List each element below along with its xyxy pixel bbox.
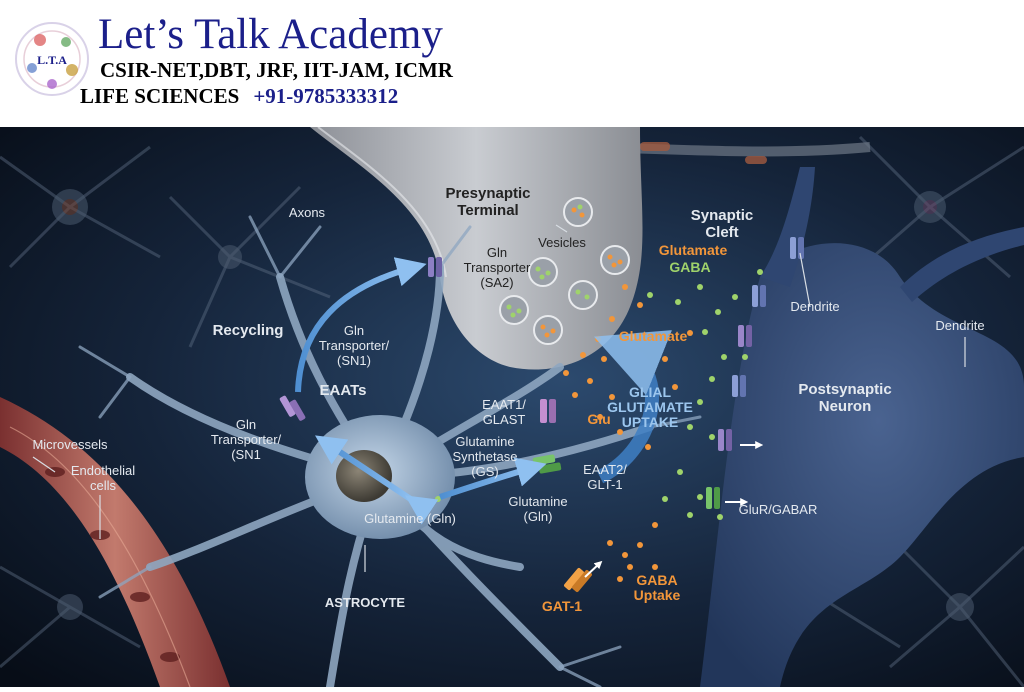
gln-exchange-arrow [315, 435, 439, 525]
label-gaba-uptake: GABA Uptake [633, 572, 681, 603]
glutamine-export-arrow [439, 457, 547, 500]
label-axons: Axons [288, 205, 326, 220]
label-gln-transporter-sn1-top: Gln Transporter/ (SN1) [318, 323, 390, 368]
axon-node [640, 142, 670, 151]
eaat1-glast-transporter [540, 399, 556, 423]
gaba-molecules [427, 269, 763, 520]
brand-title: Let’s Talk Academy [98, 11, 443, 58]
label-glutamine-gln-bottom: Glutamine (Gln) [364, 511, 456, 526]
label-glur-gabar: GluR/GABAR [738, 502, 818, 517]
label-eaats: EAATs [319, 382, 367, 399]
astrocyte-branches [78, 215, 702, 689]
leader-lines [32, 224, 966, 572]
label-gat1: GAT-1 [541, 598, 583, 614]
label-glutamate-mid: Glutamate [618, 328, 688, 344]
brand-phone: +91-9785333312 [253, 84, 399, 108]
label-eaat2-glt1: EAAT2/ GLT-1 [583, 462, 627, 492]
label-glutamine-synthetase: Glutamine Synthetase (GS) [452, 434, 518, 479]
label-gln-transporter-sn1-left: Gln Transporter/ (SN1 [210, 417, 282, 462]
label-glial-glutamate-uptake: GLIAL GLUTAMATE UPTAKE [607, 384, 693, 430]
label-glu: Glu [587, 411, 611, 427]
diagram-artwork [0, 126, 1024, 691]
label-glutamate-top: Glutamate [658, 242, 728, 258]
label-recycling: Recycling [212, 322, 284, 339]
label-postsynaptic-neuron: Postsynaptic Neuron [798, 381, 892, 415]
logo-text: L.T.A [37, 53, 67, 67]
label-presynaptic-terminal: Presynaptic Terminal [445, 185, 531, 219]
label-microvessels: Microvessels [32, 437, 108, 452]
academy-logo-icon: L.T.A [15, 22, 89, 96]
recycling-arrow [295, 257, 427, 393]
label-glutamine-gln-right: Glutamine (Gln) [508, 494, 568, 524]
label-eaat1-glast: EAAT1/ GLAST [482, 397, 526, 427]
gat1-flow-arrow [584, 560, 603, 578]
postsynaptic-dendrite-top [760, 167, 815, 287]
label-synaptic-cleft: Synaptic Cleft [690, 207, 754, 241]
label-gaba-top: GABA [669, 259, 711, 275]
header: L.T.A Let’s Talk Academy CSIR-NET,DBT, J… [0, 0, 1024, 127]
brand-subject: LIFE SCIENCES [80, 84, 240, 108]
vesicles [499, 197, 630, 345]
glial-uptake-arrow [594, 330, 673, 484]
postsynaptic-neuron [700, 243, 1024, 687]
brand-exams: CSIR-NET,DBT, JRF, IIT-JAM, ICMR [100, 58, 453, 82]
brand-contact: LIFE SCIENCES +91-9785333312 [80, 84, 398, 109]
label-endothelial-cells: Endothelial cells [70, 463, 136, 493]
eaat-transporter [279, 395, 306, 421]
transporters [279, 237, 804, 592]
label-dendrite-right: Dendrite [935, 318, 985, 333]
label-gln-transporter-sa2: Gln Transporter (SA2) [463, 245, 531, 290]
gln-transporter-sa2 [428, 257, 442, 277]
postsynaptic-receptors [706, 237, 804, 509]
synapse-diagram: Presynaptic Terminal Axons Synaptic Clef… [0, 126, 1024, 691]
label-vesicles: Vesicles [538, 235, 586, 250]
label-astrocyte: ASTROCYTE [324, 595, 406, 610]
label-dendrite-left: Dendrite [790, 299, 840, 314]
postsynaptic-dendrite-right [900, 227, 1024, 302]
presynaptic-highlight [317, 126, 447, 278]
axon-node [745, 156, 767, 164]
